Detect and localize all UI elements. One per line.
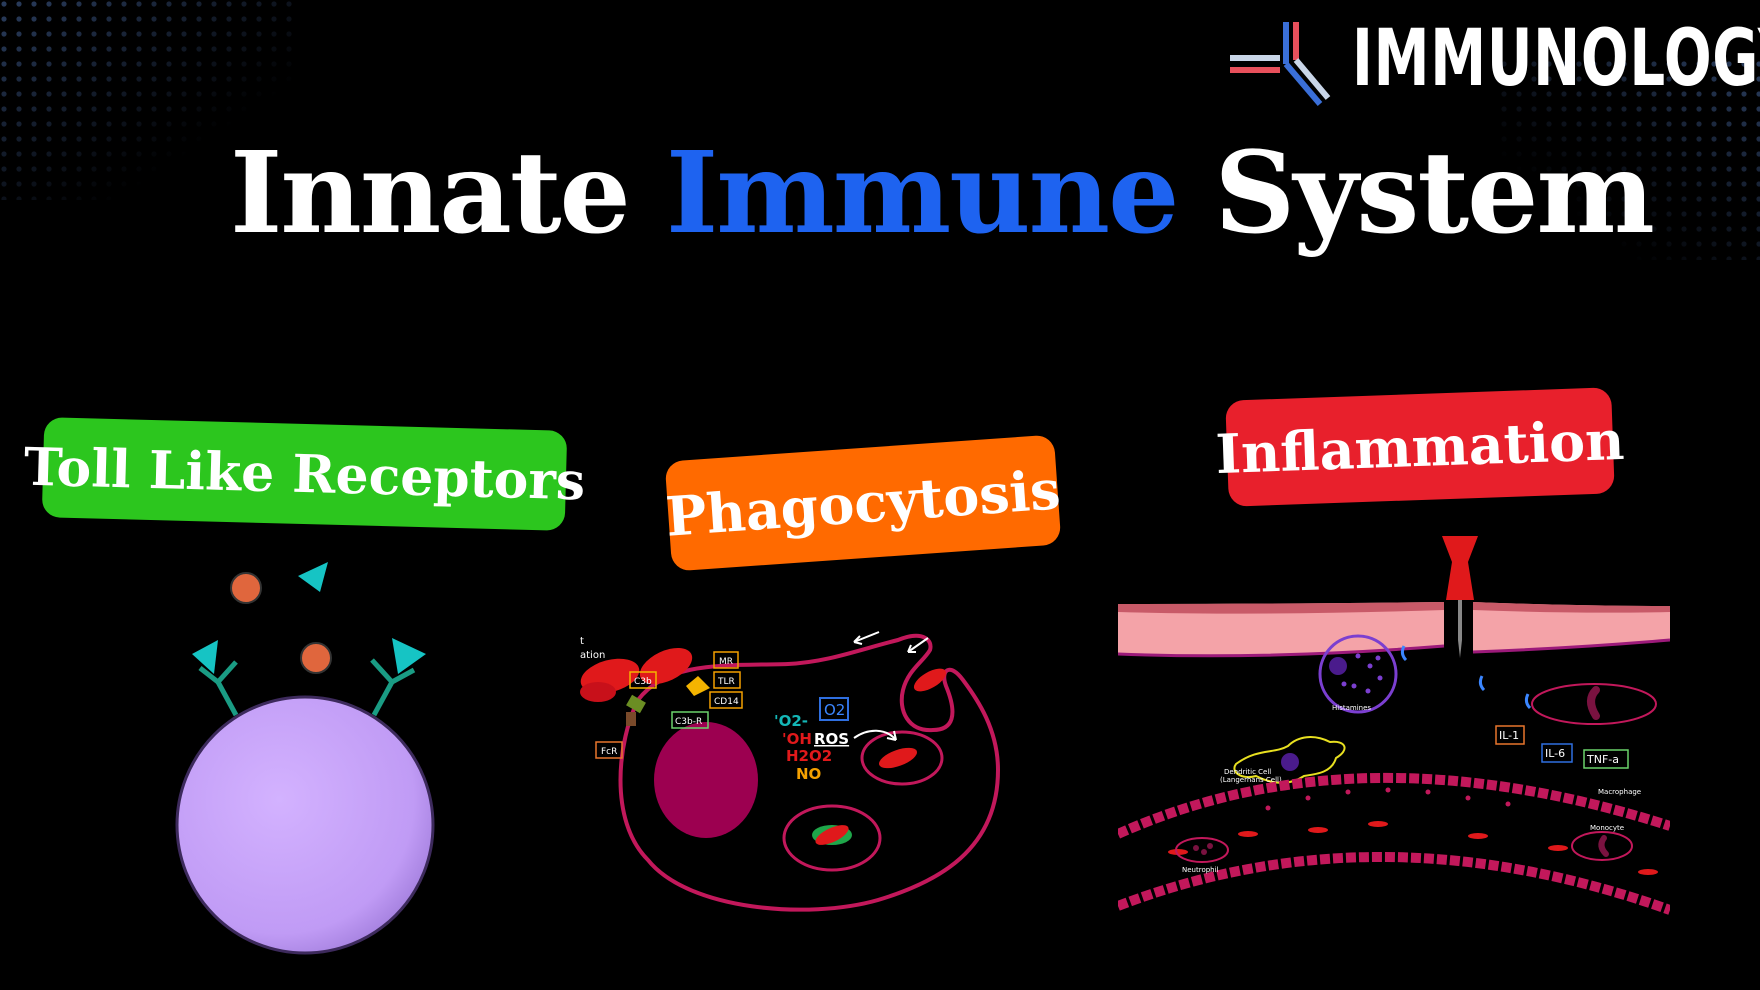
- dendritic-cell: [1233, 736, 1346, 784]
- dot-pattern-top-right: [1500, 60, 1760, 260]
- arrow-icon: [853, 631, 929, 741]
- label-il-6: IL-6: [1545, 747, 1565, 760]
- ligand-triangle-icon: [298, 562, 328, 592]
- partial-label: ation: [580, 650, 605, 661]
- label-o2-minus: 'O2-: [774, 712, 808, 730]
- label-fcr: FcR: [601, 747, 617, 757]
- receptor-yellow-icon: [686, 676, 710, 696]
- mast-cell: [1318, 634, 1398, 714]
- phagocyte-membrane: [618, 633, 1001, 912]
- label-tlr: TLR: [717, 677, 735, 687]
- receptor-right-icon: [370, 658, 416, 717]
- label-toll-like-receptors: Toll Like Receptors: [23, 417, 586, 531]
- phagosome: [860, 730, 944, 786]
- label-neutrophil: Neutrophil: [1182, 866, 1219, 874]
- pin-icon: [1442, 536, 1478, 658]
- nucleus: [654, 722, 758, 838]
- label-tnf-a: TNF-a: [1586, 753, 1619, 766]
- brand: IMMUNOLOGY: [1228, 8, 1760, 108]
- ligand-triangle-icon: [392, 638, 426, 674]
- label-histamines: Histamines: [1332, 704, 1371, 712]
- label-macrophage: Macrophage: [1598, 788, 1641, 796]
- skin-layer: [1118, 602, 1444, 656]
- label-il-1: IL-1: [1499, 729, 1519, 742]
- partial-label: t: [580, 636, 584, 647]
- label-monocyte: Monocyte: [1590, 824, 1624, 832]
- label-dendritic-cell: Dendritic Cell: [1224, 768, 1271, 776]
- label-mr: MR: [719, 657, 733, 667]
- dot-pattern-top-left: [0, 0, 300, 200]
- macrophage: [1531, 683, 1657, 725]
- ligand-triangle-icon: [192, 640, 218, 674]
- neutrophil: [1175, 837, 1229, 863]
- title-part-immune: Immune: [665, 128, 1180, 259]
- label-no: NO: [796, 765, 821, 783]
- receptor-left-icon: [198, 660, 239, 717]
- antibody-icon: [1230, 22, 1331, 106]
- monocyte: [1571, 831, 1633, 861]
- label-c3b-r: C3b-R: [675, 717, 702, 727]
- ligand-circle-icon: [300, 642, 332, 674]
- label-inflammation: Inflammation: [1215, 387, 1625, 507]
- bacterium: [879, 747, 917, 769]
- phagocytosis-illustration: t ation C3b C3b-R FcR MR TLR CD14 O2 'O2…: [580, 631, 1001, 912]
- label-phagocytosis: Phagocytosis: [664, 434, 1062, 572]
- phagolysosome: [782, 804, 882, 872]
- engulfing-bacterium: [913, 668, 947, 692]
- label-c3b: C3b: [634, 677, 652, 687]
- label-langerhans-cell: (Langerhans Cell): [1220, 776, 1282, 784]
- label-ros: ROS: [814, 730, 849, 748]
- label-h2o2: H2O2: [786, 747, 832, 765]
- ligand-circle-icon: [230, 572, 262, 604]
- brand-name: IMMUNOLOGY: [1352, 14, 1760, 104]
- cell-icon: [175, 695, 435, 955]
- receptor-green-icon: [626, 694, 646, 714]
- label-o2: O2: [824, 701, 845, 719]
- label-cd14: CD14: [714, 697, 739, 707]
- inflammation-illustration: Histamines Dendritic Cell (Langerhans Ce…: [1118, 536, 1670, 915]
- title-part-innate: Innate: [230, 128, 666, 259]
- title-part-system: System: [1177, 128, 1655, 259]
- label-oh: 'OH: [782, 730, 812, 748]
- page-title: Innate Immune System: [0, 128, 1760, 259]
- toll-like-receptor-illustration: [175, 562, 435, 955]
- bacteria-cluster-icon: [580, 647, 693, 702]
- degraded-bacterium: [815, 825, 849, 845]
- blood-vessel-wall-bottom: [1118, 852, 1670, 915]
- blood-vessel-wall-top: [1118, 772, 1670, 839]
